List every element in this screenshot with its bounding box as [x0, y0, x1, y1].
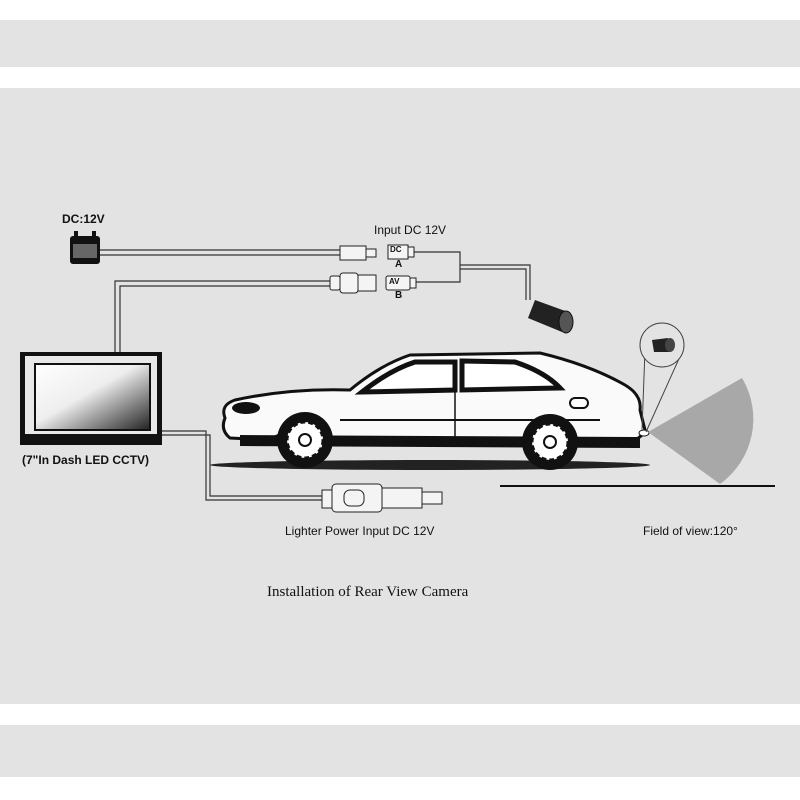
field-of-view-label: Field of view:120°: [643, 524, 738, 538]
av-connector-label: AV: [389, 277, 400, 286]
battery-label: DC:12V: [62, 212, 105, 226]
battery-icon: [70, 231, 100, 264]
input-dc-label: Input DC 12V: [374, 223, 447, 237]
av-cable: [114, 280, 330, 352]
installation-diagram: [20, 231, 775, 513]
power-cable: [162, 430, 322, 501]
dc-cable: [100, 249, 531, 300]
camera-magnifier-icon: [639, 322, 685, 433]
connector-a-label: A: [395, 259, 403, 270]
dc-connector-label: DC: [390, 245, 402, 254]
bottom-band: [0, 725, 800, 777]
rear-camera-icon: [528, 300, 574, 334]
dc-plug-icon: [339, 244, 415, 261]
top-band: [0, 20, 800, 67]
lighter-plug-icon: [321, 483, 443, 513]
connector-b-label: B: [395, 290, 403, 301]
monitor-icon: [20, 352, 162, 445]
av-plug-icon: [329, 272, 417, 294]
field-of-view-cone: [648, 378, 754, 484]
car-icon: [210, 351, 650, 470]
diagram-caption: Installation of Rear View Camera: [267, 584, 469, 600]
monitor-label: (7"In Dash LED CCTV): [22, 453, 150, 467]
lighter-label: Lighter Power Input DC 12V: [285, 524, 435, 538]
